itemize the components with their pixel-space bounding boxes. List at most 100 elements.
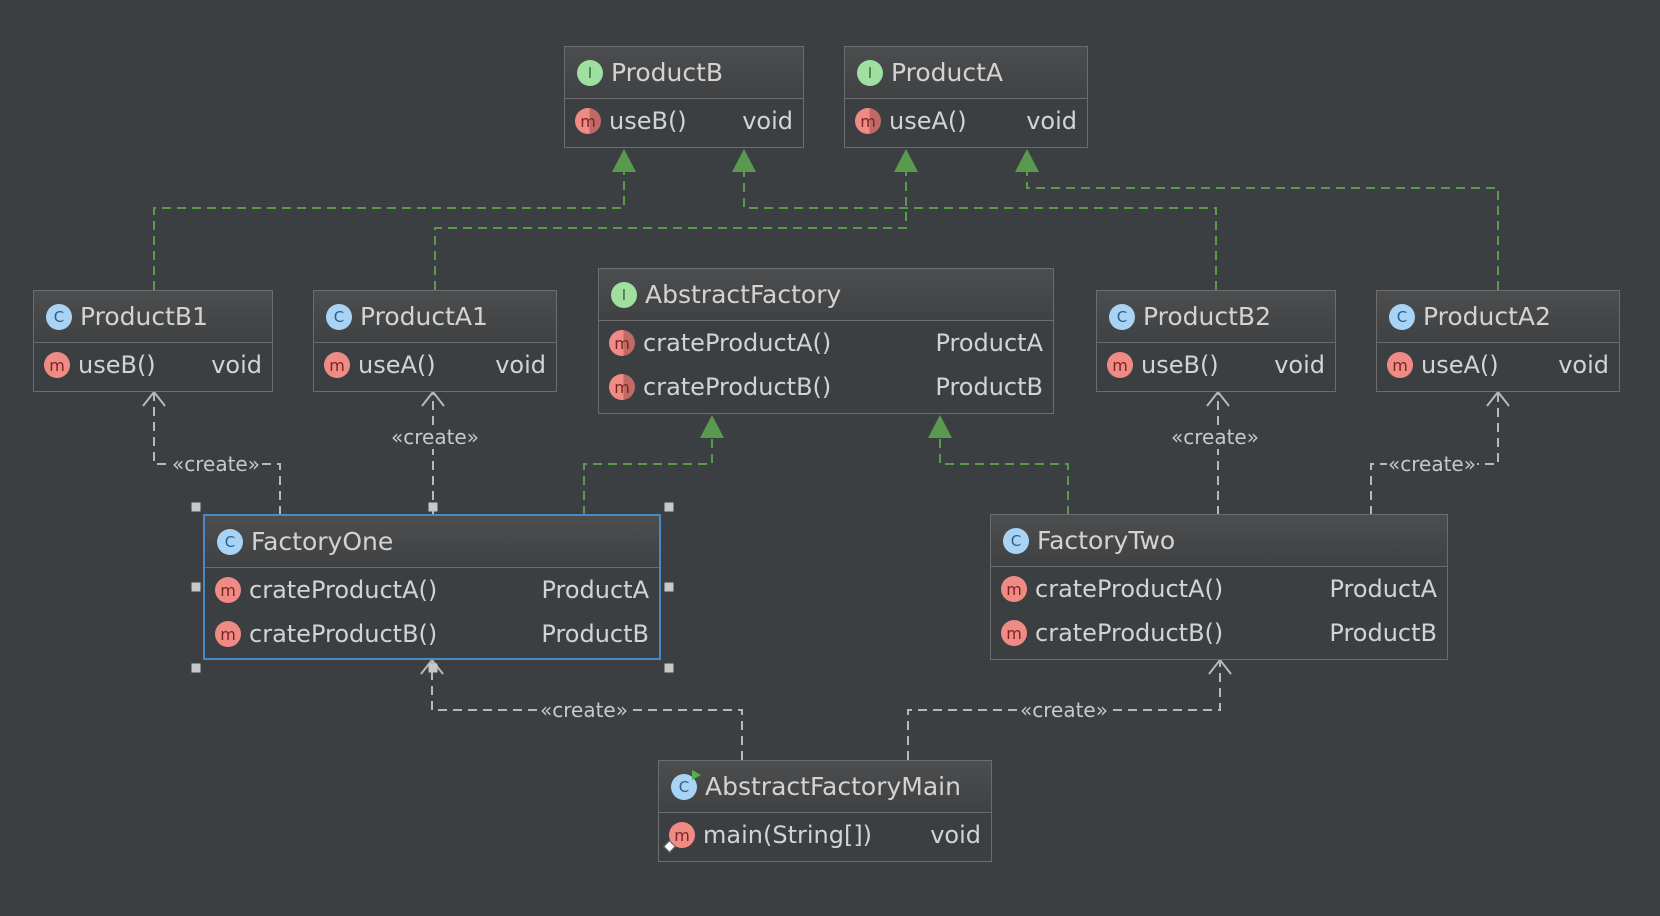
class-icon: C <box>46 303 72 330</box>
class-icon: C <box>1389 303 1415 330</box>
method-return-type: ProductB <box>935 373 1043 401</box>
interface-icon: I <box>611 281 637 308</box>
resize-handle-top-right[interactable] <box>664 502 674 512</box>
method-return-type: ProductA <box>1329 575 1437 603</box>
arrowhead-producta1 <box>421 390 445 407</box>
class-icon: C <box>1003 527 1029 554</box>
arrowhead-productb-left <box>612 149 636 172</box>
resize-handle-right[interactable] <box>664 582 674 592</box>
arrowhead-productb1 <box>142 390 166 407</box>
method-icon: m <box>1387 352 1413 378</box>
node-title: AbstractFactoryMain <box>705 772 961 801</box>
class-node-abstractfactory[interactable]: I AbstractFactory m crateProductA() Prod… <box>598 268 1054 414</box>
method-name: crateProductB() <box>249 620 438 648</box>
static-method-icon: m <box>663 822 695 853</box>
edge-label-create-factoryone: «create» <box>539 698 629 722</box>
method-return-type: void <box>495 351 546 379</box>
class-node-productb1[interactable]: C ProductB1 m useB() void <box>33 290 273 392</box>
edge-producta1-implements-producta <box>434 166 907 290</box>
class-node-productb2[interactable]: C ProductB2 m useB() void <box>1096 290 1336 392</box>
arrowhead-productb2 <box>1206 390 1230 407</box>
method-name: useB() <box>78 351 156 379</box>
node-header: C ProductB2 <box>1097 291 1335 343</box>
node-header: C AbstractFactoryMain <box>659 761 991 813</box>
edge-label-create-producta2: «create» <box>1387 452 1477 476</box>
method-row[interactable]: m crateProductA() ProductA <box>205 568 659 612</box>
node-header: C ProductA2 <box>1377 291 1619 343</box>
resize-handle-bottom-right[interactable] <box>664 663 674 673</box>
edge-label-create-productb2: «create» <box>1170 425 1260 449</box>
class-node-producta[interactable]: I ProductA m useA() void <box>844 46 1088 148</box>
method-return-type: ProductA <box>935 329 1043 357</box>
edge-label-create-producta1: «create» <box>390 425 480 449</box>
class-node-producta1[interactable]: C ProductA1 m useA() void <box>313 290 557 392</box>
method-row[interactable]: m main(String[]) void <box>659 813 991 857</box>
interface-icon: I <box>857 59 883 86</box>
method-row[interactable]: m useA() void <box>845 99 1087 143</box>
class-node-productb[interactable]: I ProductB m useB() void <box>564 46 804 148</box>
resize-handle-top[interactable] <box>428 502 438 512</box>
run-marker-icon <box>692 769 701 780</box>
method-row[interactable]: m crateProductB() ProductB <box>991 611 1447 655</box>
method-row[interactable]: m crateProductB() ProductB <box>599 365 1053 409</box>
abstract-method-icon: m <box>609 330 635 356</box>
node-title: ProductB2 <box>1143 302 1271 331</box>
node-header: I ProductB <box>565 47 803 99</box>
method-name: useB() <box>609 107 687 135</box>
method-return-type: ProductA <box>541 576 649 604</box>
method-return-type: void <box>1274 351 1325 379</box>
arrowhead-productb-right <box>732 149 756 172</box>
class-node-factorytwo[interactable]: C FactoryTwo m crateProductA() ProductA … <box>990 514 1448 660</box>
method-icon: m <box>324 352 350 378</box>
abstract-method-icon: m <box>855 108 881 134</box>
node-header: I ProductA <box>845 47 1087 99</box>
node-title: FactoryOne <box>251 527 394 556</box>
method-row[interactable]: m useA() void <box>314 343 556 387</box>
resize-handle-bottom-left[interactable] <box>191 663 201 673</box>
resize-handle-bottom[interactable] <box>428 663 438 673</box>
method-return-type: void <box>1026 107 1077 135</box>
edge-main-create-factoryone <box>431 662 743 760</box>
node-title: ProductA1 <box>360 302 488 331</box>
node-header: I AbstractFactory <box>599 269 1053 321</box>
method-return-type: ProductB <box>1329 619 1437 647</box>
class-node-abstractfactorymain[interactable]: C AbstractFactoryMain m main(String[]) v… <box>658 760 992 862</box>
method-row[interactable]: m useB() void <box>565 99 803 143</box>
arrowhead-factoryone <box>420 658 444 675</box>
method-icon: m <box>1107 352 1133 378</box>
resize-handle-left[interactable] <box>191 582 201 592</box>
method-name: crateProductB() <box>1035 619 1224 647</box>
method-icon: m <box>1001 620 1027 646</box>
method-row[interactable]: m crateProductB() ProductB <box>205 612 659 656</box>
method-row[interactable]: m crateProductA() ProductA <box>991 567 1447 611</box>
abstract-method-icon: m <box>575 108 601 134</box>
method-name: crateProductB() <box>643 373 832 401</box>
abstract-method-icon: m <box>609 374 635 400</box>
edge-factorytwo-create-producta2 <box>1370 394 1499 515</box>
node-title: ProductA2 <box>1423 302 1551 331</box>
method-row[interactable]: m crateProductA() ProductA <box>599 321 1053 365</box>
node-header: C ProductA1 <box>314 291 556 343</box>
node-title: ProductB1 <box>80 302 208 331</box>
method-return-type: void <box>1558 351 1609 379</box>
method-return-type: void <box>742 107 793 135</box>
class-icon: C <box>326 303 352 330</box>
method-row[interactable]: m useB() void <box>34 343 272 387</box>
node-header: C ProductB1 <box>34 291 272 343</box>
method-row[interactable]: m useB() void <box>1097 343 1335 387</box>
node-title: AbstractFactory <box>645 280 842 309</box>
class-node-factoryone[interactable]: C FactoryOne m crateProductA() ProductA … <box>203 514 661 660</box>
method-icon: m <box>1001 576 1027 602</box>
method-icon: m <box>44 352 70 378</box>
edge-label-create-productb1: «create» <box>171 452 261 476</box>
method-icon-letter: m <box>674 825 690 845</box>
class-node-producta2[interactable]: C ProductA2 m useA() void <box>1376 290 1620 392</box>
method-name: crateProductA() <box>1035 575 1224 603</box>
edge-factoryone-implements-abstractfactory <box>583 434 713 515</box>
method-row[interactable]: m useA() void <box>1377 343 1619 387</box>
arrowhead-producta2 <box>1486 390 1510 407</box>
resize-handle-top-left[interactable] <box>191 502 201 512</box>
method-name: useA() <box>358 351 436 379</box>
